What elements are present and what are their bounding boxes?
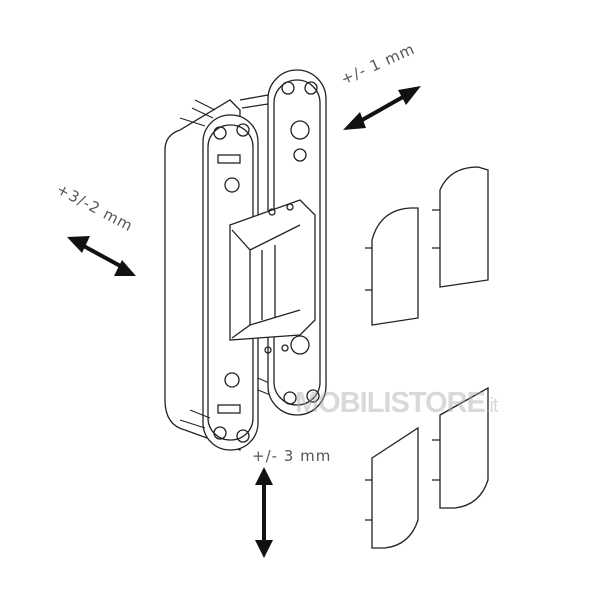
arrow-lateral-icon bbox=[343, 86, 421, 130]
hinge-knuckle bbox=[229, 199, 316, 354]
arrow-depth-icon bbox=[67, 236, 136, 276]
cover-cap bbox=[439, 386, 489, 509]
cover-caps bbox=[365, 166, 489, 549]
watermark: MOBILISTORE.it bbox=[295, 387, 498, 419]
height-adjustment-label: +/- 3 mm bbox=[252, 447, 332, 465]
hinge-body-left bbox=[164, 99, 259, 451]
arrow-height-icon bbox=[255, 467, 273, 558]
cover-cap bbox=[371, 426, 419, 549]
cover-cap bbox=[439, 166, 489, 288]
cover-cap bbox=[371, 207, 419, 326]
